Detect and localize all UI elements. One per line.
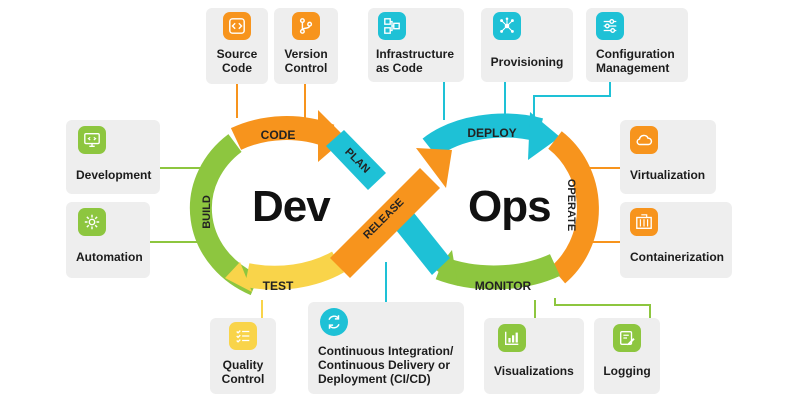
connector-configuration — [533, 82, 611, 118]
plan-band — [326, 130, 386, 190]
connector-logging — [554, 298, 651, 322]
label-configuration-management: Configuration Management — [596, 47, 675, 75]
label-build: BUILD — [201, 195, 213, 229]
cloud-icon — [630, 126, 658, 154]
label-ci-cd: Continuous Integration/ Continuous Deliv… — [318, 344, 454, 386]
card-virtualization: Virtualization — [620, 120, 716, 194]
log-edit-icon — [613, 324, 641, 352]
code-arrowhead — [318, 110, 346, 162]
label-code: CODE — [261, 128, 296, 142]
label-provisioning: Provisioning — [490, 55, 564, 69]
card-configuration-management: Configuration Management — [586, 8, 688, 82]
monitor-arc — [435, 253, 561, 290]
label-containerization: Containerization — [630, 250, 725, 264]
sliders-icon — [596, 12, 624, 40]
card-source-code: Source Code — [206, 8, 268, 84]
test-arc — [244, 251, 344, 290]
connector-lines — [150, 82, 651, 325]
monitor-code-icon — [78, 126, 106, 154]
card-quality-control: Quality Control — [210, 318, 276, 394]
label-logging: Logging — [603, 364, 651, 378]
label-virtualization: Virtualization — [630, 168, 706, 182]
label-deploy: DEPLOY — [467, 126, 516, 140]
checklist-icon — [229, 322, 257, 350]
branch-icon — [292, 12, 320, 40]
label-test: TEST — [263, 279, 294, 293]
cycle-icon — [320, 308, 348, 336]
label-monitor: MONITOR — [475, 279, 532, 293]
label-quality-control: Quality Control — [221, 358, 265, 386]
card-logging: Logging — [594, 318, 660, 394]
code-icon — [223, 12, 251, 40]
deploy-arc — [422, 113, 543, 158]
hub-icon — [493, 12, 521, 40]
label-development: Development — [76, 168, 152, 182]
card-containerization: Containerization — [620, 202, 732, 278]
card-ci-cd: Continuous Integration/ Continuous Deliv… — [308, 302, 464, 394]
release-underband — [396, 213, 450, 275]
card-automation: Automation — [66, 202, 150, 278]
label-infrastructure-as-code: Infrastructure as Code — [376, 47, 455, 75]
card-infrastructure-as-code: Infrastructure as Code — [368, 8, 464, 82]
ops-word: Ops — [468, 182, 552, 231]
deploy-arrowhead — [528, 112, 560, 160]
label-operate: OPERATE — [565, 179, 577, 231]
gear-icon — [78, 208, 106, 236]
release-band — [330, 168, 440, 278]
label-automation: Automation — [76, 250, 143, 264]
card-provisioning: Provisioning — [481, 8, 573, 82]
dev-word: Dev — [252, 182, 331, 231]
test-tail — [225, 262, 252, 292]
label-version-control: Version Control — [284, 47, 328, 75]
operate-arc — [548, 131, 599, 284]
container-icon — [630, 208, 658, 236]
label-visualizations: Visualizations — [494, 364, 574, 378]
card-development: Development — [66, 120, 160, 194]
monitor-arrowhead — [436, 250, 458, 286]
label-source-code: Source Code — [216, 47, 258, 75]
bar-chart-icon — [498, 324, 526, 352]
card-version-control: Version Control — [274, 8, 338, 84]
card-visualizations: Visualizations — [484, 318, 584, 394]
release-arrowhead — [416, 148, 452, 188]
network-icon — [378, 12, 406, 40]
